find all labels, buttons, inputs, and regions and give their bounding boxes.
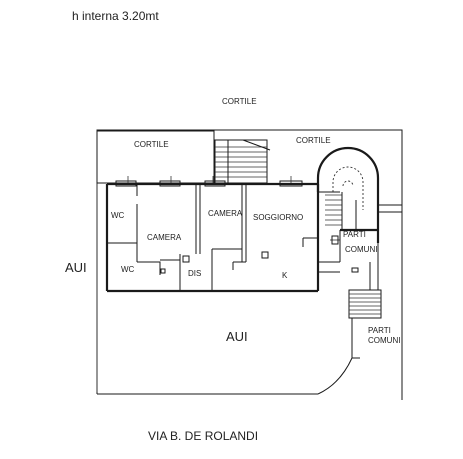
label-comuni-1: COMUNI <box>345 245 377 254</box>
label-parti-1: PARTI <box>343 230 366 239</box>
courtyard-box: CORTILE <box>96 130 215 184</box>
lot-boundary <box>96 129 403 400</box>
label-wc-2: WC <box>121 265 135 274</box>
label-camera-2: CAMERA <box>208 209 243 218</box>
label-k: K <box>282 271 288 280</box>
label-wc-1: WC <box>111 211 125 220</box>
apartment-walls <box>105 182 340 293</box>
label-cortile-box: CORTILE <box>134 140 169 149</box>
label-soggiorno: SOGGIORNO <box>253 213 303 222</box>
label-camera-1: CAMERA <box>147 233 182 242</box>
label-cortile-right: CORTILE <box>296 136 331 145</box>
fixtures <box>160 235 359 274</box>
label-comuni-2: COMUNI <box>368 336 400 345</box>
label-aui-center: AUI <box>226 329 248 344</box>
stair-block-top <box>214 139 271 184</box>
stair-tower <box>316 146 402 243</box>
windows-top <box>115 176 303 187</box>
street-name: VIA B. DE ROLANDI <box>148 429 258 443</box>
label-parti-2: PARTI <box>368 326 391 335</box>
label-aui-left: AUI <box>65 260 87 275</box>
height-note: h interna 3.20mt <box>72 9 159 23</box>
label-dis: DIS <box>188 269 201 278</box>
stair-block-right <box>348 289 382 359</box>
label-cortile-top: CORTILE <box>222 97 257 106</box>
common-passage <box>339 230 379 290</box>
